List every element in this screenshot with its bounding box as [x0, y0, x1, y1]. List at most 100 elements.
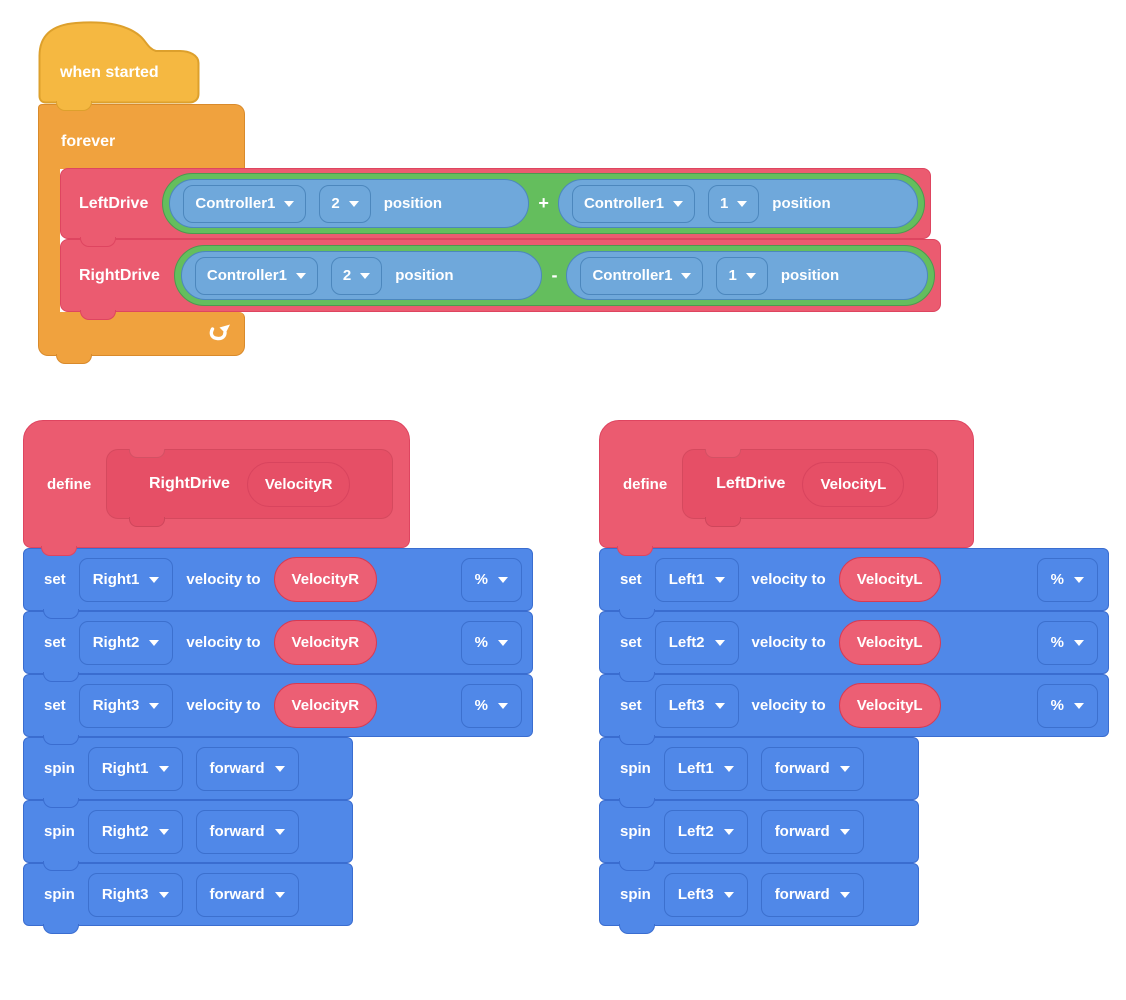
call-leftdrive-block[interactable]: LeftDrive Controller1 2 position + Contr… [60, 168, 931, 239]
direction-dropdown[interactable]: forward [760, 746, 864, 791]
motor-dropdown[interactable]: Left2 [663, 809, 748, 854]
verb-label: spin [44, 886, 75, 903]
motor-dropdown[interactable]: Left3 [663, 872, 748, 917]
controller-position-reporter[interactable]: Controller1 2 position [180, 251, 543, 300]
chevron-down-icon [723, 891, 734, 898]
set-velocity-block[interactable]: set Right2 velocity to VelocityR % [23, 611, 533, 674]
spin-block[interactable]: spin Right3 forward [23, 863, 353, 926]
variable-label: VelocityL [856, 697, 923, 714]
chevron-down-icon [681, 272, 692, 279]
connector-label: velocity to [751, 571, 826, 588]
dropdown-value: 1 [719, 195, 729, 212]
dropdown-value: forward [209, 823, 265, 840]
forever-block[interactable]: forever [38, 104, 245, 169]
subtraction-operator-block[interactable]: Controller1 2 position - Controller1 1 [173, 245, 935, 306]
variable-pill[interactable]: VelocityR [273, 683, 378, 728]
motor-dropdown[interactable]: Left1 [663, 746, 748, 791]
dropdown-value: forward [774, 823, 830, 840]
direction-dropdown[interactable]: forward [760, 809, 864, 854]
position-label: position [383, 195, 443, 212]
motor-dropdown[interactable]: Right1 [87, 746, 183, 791]
set-velocity-block[interactable]: set Right1 velocity to VelocityR % [23, 548, 533, 611]
chevron-down-icon [839, 891, 850, 898]
motor-dropdown[interactable]: Left2 [654, 620, 739, 665]
variable-pill[interactable]: VelocityR [273, 557, 378, 602]
chevron-down-icon [498, 639, 508, 646]
set-velocity-block[interactable]: set Right3 velocity to VelocityR % [23, 674, 533, 737]
unit-dropdown[interactable]: % [460, 620, 522, 665]
spin-block[interactable]: spin Left2 forward [599, 800, 919, 863]
controller-device-dropdown[interactable]: Controller1 [580, 256, 704, 295]
chevron-down-icon [498, 702, 508, 709]
variable-label: VelocityL [856, 634, 923, 651]
motor-dropdown[interactable]: Right2 [87, 809, 183, 854]
motor-dropdown[interactable]: Right3 [87, 872, 183, 917]
spin-block[interactable]: spin Right1 forward [23, 737, 353, 800]
direction-dropdown[interactable]: forward [195, 809, 299, 854]
chevron-down-icon [284, 200, 295, 207]
direction-dropdown[interactable]: forward [195, 746, 299, 791]
verb-label: set [620, 571, 642, 588]
set-velocity-block[interactable]: set Left2 velocity to VelocityL % [599, 611, 1109, 674]
controller-position-reporter[interactable]: Controller1 1 position [557, 179, 918, 228]
parameter-pill[interactable]: VelocityL [802, 461, 905, 507]
chevron-down-icon [158, 891, 169, 898]
dropdown-value: Left1 [668, 571, 705, 588]
verb-label: spin [620, 823, 651, 840]
controller-axis-dropdown[interactable]: 1 [716, 256, 768, 295]
variable-pill[interactable]: VelocityR [273, 620, 378, 665]
direction-dropdown[interactable]: forward [195, 872, 299, 917]
controller-device-dropdown[interactable]: Controller1 [194, 256, 318, 295]
parameter-pill[interactable]: VelocityR [246, 461, 351, 507]
verb-label: set [44, 697, 66, 714]
controller-axis-dropdown[interactable]: 2 [319, 184, 371, 223]
chevron-down-icon [723, 765, 734, 772]
motor-dropdown[interactable]: Right3 [78, 683, 174, 728]
chevron-down-icon [498, 576, 508, 583]
motor-dropdown[interactable]: Left1 [654, 557, 739, 602]
direction-dropdown[interactable]: forward [760, 872, 864, 917]
define-keyword: define [623, 475, 668, 493]
dropdown-value: Controller1 [583, 195, 664, 212]
addition-operator-block[interactable]: Controller1 2 position + Controller1 1 [162, 173, 925, 234]
unit-dropdown[interactable]: % [1036, 557, 1098, 602]
spin-block[interactable]: spin Right2 forward [23, 800, 353, 863]
controller-axis-dropdown[interactable]: 1 [707, 184, 760, 223]
unit-dropdown[interactable]: % [460, 683, 522, 728]
dropdown-value: Left2 [677, 823, 714, 840]
unit-dropdown[interactable]: % [460, 557, 522, 602]
call-rightdrive-block[interactable]: RightDrive Controller1 2 position - Cont… [60, 239, 941, 312]
spin-block[interactable]: spin Left1 forward [599, 737, 919, 800]
define-leftdrive-hat-block[interactable]: define LeftDrive VelocityL [599, 420, 974, 548]
dropdown-value: 1 [728, 267, 737, 284]
unit-dropdown[interactable]: % [1036, 620, 1098, 665]
controller-position-reporter[interactable]: Controller1 2 position [169, 179, 530, 228]
motor-dropdown[interactable]: Left3 [654, 683, 739, 728]
dropdown-value: forward [774, 886, 830, 903]
controller-axis-dropdown[interactable]: 2 [330, 256, 383, 295]
spin-block[interactable]: spin Left3 forward [599, 863, 919, 926]
function-prototype-block[interactable]: LeftDrive VelocityL [682, 449, 939, 527]
variable-pill[interactable]: VelocityL [838, 683, 941, 728]
dropdown-value: % [1050, 634, 1064, 651]
define-rightdrive-hat-block[interactable]: define RightDrive VelocityR [23, 420, 410, 548]
position-label: position [780, 267, 840, 284]
set-velocity-block[interactable]: set Left3 velocity to VelocityL % [599, 674, 1109, 737]
variable-pill[interactable]: VelocityL [838, 620, 941, 665]
variable-pill[interactable]: VelocityL [838, 557, 941, 602]
unit-dropdown[interactable]: % [1036, 683, 1098, 728]
motor-dropdown[interactable]: Right1 [78, 557, 174, 602]
controller-device-dropdown[interactable]: Controller1 [183, 184, 307, 223]
controller-position-reporter[interactable]: Controller1 1 position [566, 251, 928, 300]
controller-device-dropdown[interactable]: Controller1 [571, 184, 695, 223]
motor-dropdown[interactable]: Right2 [78, 620, 174, 665]
hat-block-shape [38, 21, 200, 104]
when-started-block[interactable]: when started [38, 16, 200, 104]
connector-bump [705, 517, 742, 527]
dropdown-value: forward [209, 886, 265, 903]
connector-bump [43, 924, 79, 934]
dropdown-value: Right2 [101, 823, 149, 840]
position-label: position [395, 267, 454, 284]
function-prototype-block[interactable]: RightDrive VelocityR [106, 449, 394, 527]
set-velocity-block[interactable]: set Left1 velocity to VelocityL % [599, 548, 1109, 611]
